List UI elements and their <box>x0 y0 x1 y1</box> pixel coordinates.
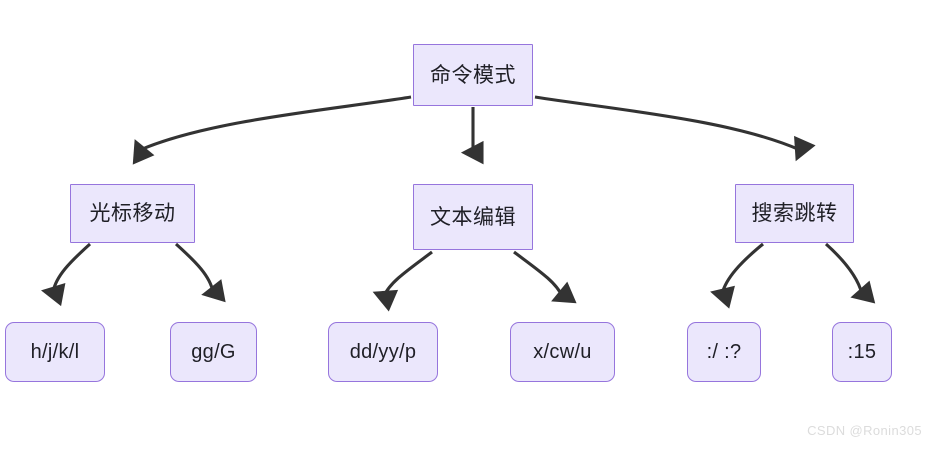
edge-root-to-cursor-move <box>132 95 412 165</box>
node-cursor-move[interactable]: 光标移动 <box>70 184 195 243</box>
node-cursor-move-label: 光标移动 <box>89 202 176 225</box>
edge-search-jump-to-line-15 <box>824 242 876 304</box>
edge-text-edit-to-dd-yy-p <box>372 250 433 312</box>
edge-root-to-search-jump <box>534 95 816 162</box>
node-x-cw-u-label: x/cw/u <box>533 341 592 363</box>
node-search-jump[interactable]: 搜索跳转 <box>735 184 854 243</box>
node-line-15[interactable]: :15 <box>832 322 892 382</box>
watermark: CSDN @Ronin305 <box>807 423 922 438</box>
node-x-cw-u[interactable]: x/cw/u <box>510 322 615 382</box>
node-gg-G[interactable]: gg/G <box>170 322 257 382</box>
edge-cursor-move-to-gg-G <box>174 242 226 303</box>
node-cmd-mode-label: 命令模式 <box>430 63 516 87</box>
node-text-edit[interactable]: 文本编辑 <box>413 184 533 250</box>
edge-cursor-move-to-hjkl <box>41 242 92 307</box>
node-gg-G-label: gg/G <box>191 341 236 363</box>
edge-search-jump-to-slash-question <box>710 242 764 309</box>
node-slash-question[interactable]: :/ :? <box>687 322 761 382</box>
node-search-jump-label: 搜索跳转 <box>751 202 838 225</box>
node-dd-yy-p[interactable]: dd/yy/p <box>328 322 438 382</box>
node-hjkl-label: h/j/k/l <box>30 341 80 363</box>
node-hjkl[interactable]: h/j/k/l <box>5 322 105 382</box>
node-slash-question-label: :/ :? <box>706 341 742 363</box>
node-line-15-label: :15 <box>847 341 877 363</box>
node-cmd-mode[interactable]: 命令模式 <box>413 44 533 106</box>
edge-text-edit-to-x-cw-u <box>513 250 577 304</box>
node-dd-yy-p-label: dd/yy/p <box>349 341 417 363</box>
node-text-edit-label: 文本编辑 <box>430 205 516 229</box>
